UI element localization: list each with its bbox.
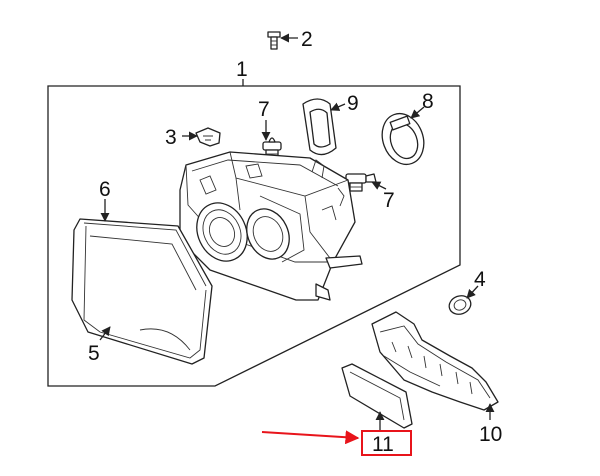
- clip-part: [195, 127, 221, 147]
- callout-2: 2: [301, 28, 313, 51]
- leader-7b: [371, 181, 387, 190]
- assembly-outline: [47, 85, 461, 387]
- callout-11-highlight-box: [361, 430, 412, 456]
- trim-strip: [341, 363, 413, 429]
- callout-1: 1: [236, 58, 248, 81]
- callout-6: 6: [99, 178, 111, 201]
- bolt-part: [267, 31, 281, 50]
- leader-5: [99, 326, 111, 341]
- callout-11: 11: [372, 433, 394, 456]
- mounting-bracket: [371, 311, 499, 411]
- bulb-part-lower: [345, 173, 377, 192]
- headlamp-housing: [179, 151, 363, 301]
- callout-5: 5: [88, 342, 100, 365]
- leader-4: [466, 285, 479, 299]
- callout-7-upper: 7: [258, 98, 270, 121]
- cap-part: [448, 295, 472, 315]
- retaining-ring-part: [381, 112, 425, 166]
- bezel-ring-part: [302, 98, 337, 156]
- callout-7-lower: 7: [383, 189, 395, 212]
- callout-3: 3: [165, 126, 177, 149]
- callout-10: 10: [479, 423, 502, 446]
- callout-4: 4: [474, 268, 486, 291]
- highlight-arrow: [261, 430, 360, 445]
- callout-8: 8: [422, 90, 434, 113]
- callout-9: 9: [347, 92, 359, 115]
- leader-8: [410, 106, 425, 119]
- leader-9: [330, 102, 346, 111]
